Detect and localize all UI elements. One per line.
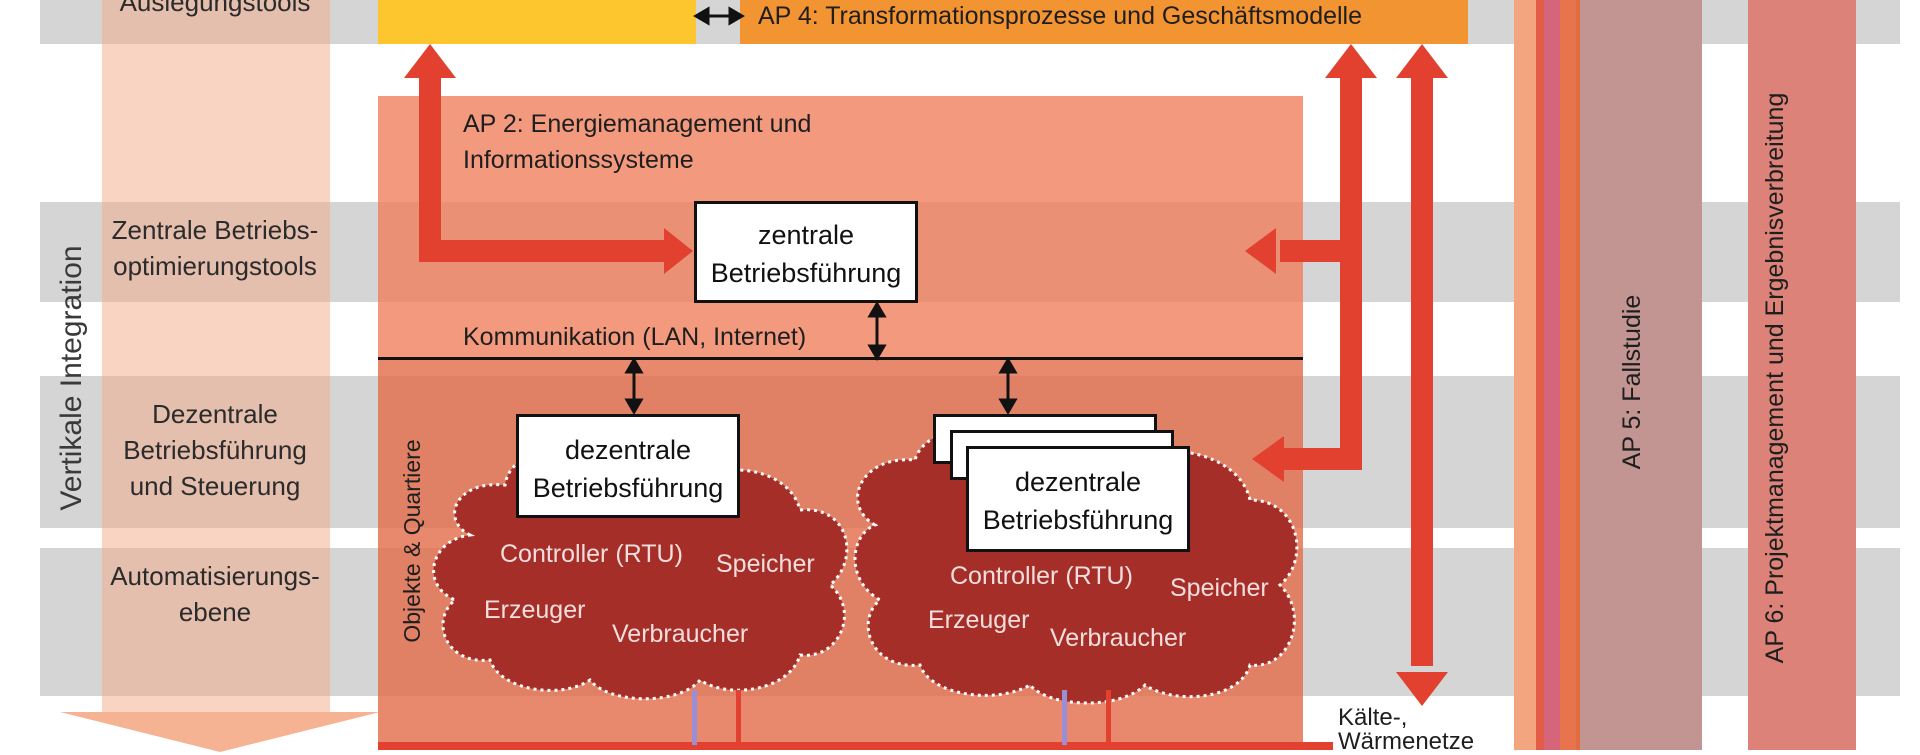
right-consumer-label: Verbraucher <box>1050 624 1187 652</box>
row-label-automation: Automatisierungs- ebene <box>110 561 320 627</box>
yellow-ap4-double-arrow <box>693 6 745 26</box>
right-decentral-box: dezentrale Betriebsführung <box>966 446 1190 552</box>
left-producer-label: Erzeuger <box>484 596 586 624</box>
ap4-label: AP 4: Transformationsprozesse und Geschä… <box>758 2 1363 30</box>
row-label-decentral: Dezentrale Betriebsführung und Steuerung <box>123 399 307 501</box>
left-decentral-box: dezentrale Betriebsführung <box>516 414 740 518</box>
network-bar <box>378 742 1333 750</box>
ap4-to-objects-arrow <box>1245 44 1377 482</box>
vertical-integration-column <box>102 0 330 714</box>
ap6-column <box>1748 0 1856 750</box>
ap4-to-networks-arrow <box>1396 44 1448 706</box>
left-consumer-label: Verbraucher <box>612 620 749 648</box>
right-storage-label: Speicher <box>1170 574 1269 602</box>
row-label-central: Zentrale Betriebs- optimierungstools <box>111 215 319 281</box>
left-pipe-red <box>736 690 741 745</box>
ap5-column <box>1580 0 1702 750</box>
yellow-box <box>378 0 696 44</box>
ap4-box <box>740 0 1468 44</box>
right-controller-label: Controller (RTU) <box>950 562 1133 590</box>
communication-line <box>378 357 1303 360</box>
ap-to-central-arrow <box>404 44 693 274</box>
right-producer-label: Erzeuger <box>928 606 1030 634</box>
central-operation-box: zentrale Betriebsführung <box>694 201 918 303</box>
left-storage-label: Speicher <box>716 550 815 578</box>
comm-arrows <box>624 301 1018 415</box>
communication-label: Kommunikation (LAN, Internet) <box>463 323 807 351</box>
ap2-label: AP 2: Energiemanagement und Informations… <box>463 110 812 174</box>
left-pipe-blue <box>692 690 697 745</box>
row-label-top: Auslegungstools <box>119 0 311 17</box>
left-controller-label: Controller (RTU) <box>500 540 683 568</box>
right-pipe-blue <box>1062 690 1067 745</box>
right-pipe-red <box>1106 690 1111 745</box>
vertical-integration-arrowhead <box>60 712 380 752</box>
networks-label: Kälte-, Wärmenetze <box>1338 704 1475 755</box>
